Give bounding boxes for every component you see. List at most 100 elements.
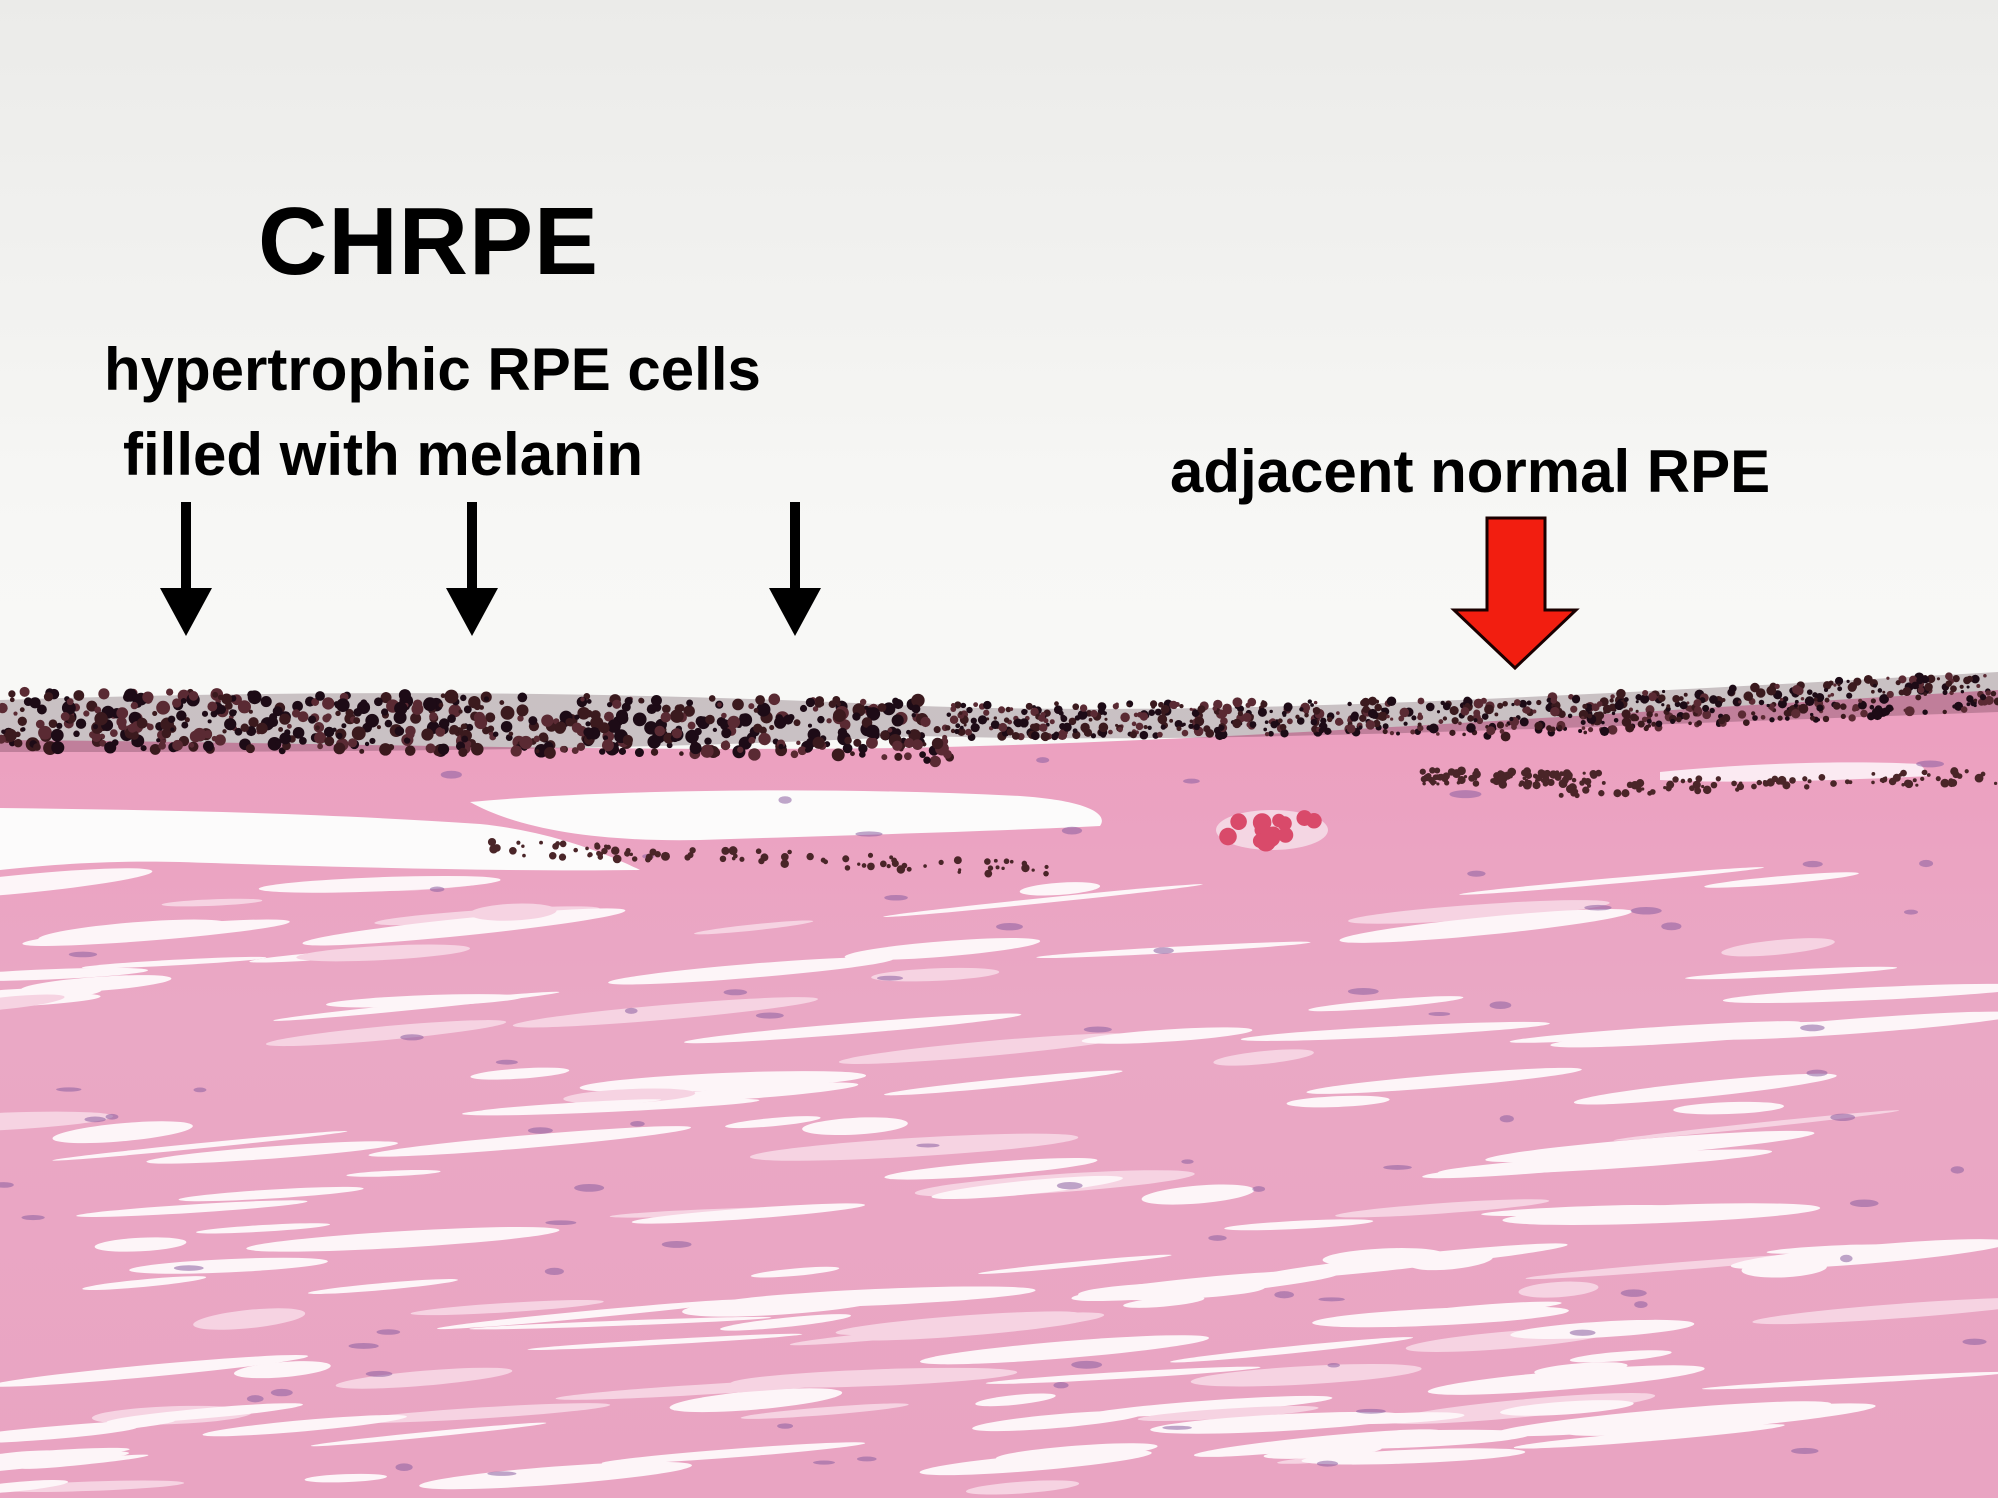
melanin-granule (1148, 709, 1156, 717)
melanin-granule (807, 723, 813, 728)
melanin-granule (912, 739, 923, 750)
melanin-granule (1844, 779, 1850, 785)
melanin-granule (381, 708, 389, 716)
melanin-granule (1068, 717, 1077, 726)
melanin-granule (1429, 767, 1436, 774)
stroma-streak (436, 1299, 741, 1330)
melanin-granule (1120, 712, 1130, 723)
melanin-granule (1976, 684, 1981, 688)
melanin-granule (887, 727, 893, 733)
melanin-granule (50, 728, 64, 742)
melanin-granule (1410, 729, 1416, 735)
melanin-granule (1143, 724, 1148, 730)
melanin-granule (1687, 778, 1693, 783)
melanin-granule (1157, 731, 1163, 738)
stroma-streak (1019, 882, 1101, 896)
melanin-granule (965, 728, 972, 736)
stroma-streak (527, 1333, 803, 1350)
melanin-granule (1442, 702, 1451, 711)
melanin-granule (1642, 689, 1649, 697)
melanin-granule (850, 751, 855, 757)
melanin-granule (487, 837, 497, 847)
melanin-granule (1953, 701, 1964, 711)
melanin-granule (1542, 775, 1550, 782)
melanin-granule (1721, 697, 1726, 703)
melanin-granule (109, 729, 118, 738)
melanin-granule (544, 747, 556, 759)
melanin-granule (539, 840, 543, 845)
melanin-granule (1886, 690, 1894, 699)
melanin-granule (1242, 712, 1252, 722)
melanin-granule (1131, 721, 1137, 727)
melanin-granule (616, 857, 621, 862)
melanin-granule (1299, 707, 1304, 712)
melanin-granule (1558, 792, 1564, 798)
melanin-granule (1396, 731, 1400, 736)
melanin-granule (66, 698, 74, 706)
cell-nucleus (495, 1059, 518, 1065)
melanin-granule (1386, 714, 1390, 719)
melanin-granule (1683, 692, 1688, 697)
melanin-granule (1359, 714, 1367, 722)
stroma-streak (1752, 1297, 1998, 1325)
melanin-granule (149, 743, 161, 755)
melanin-granule (1486, 726, 1496, 736)
stroma-streak (1502, 1203, 1821, 1225)
melanin-granule (1072, 728, 1078, 734)
melanin-granule (923, 864, 927, 868)
melanin-granule (950, 706, 957, 712)
melanin-granule (229, 709, 237, 717)
melanin-granule (1191, 709, 1200, 717)
melanin-granule (823, 859, 829, 865)
melanin-granule (1527, 773, 1532, 778)
melanin-granule (369, 737, 376, 744)
melanin-granule (603, 711, 614, 722)
normal-rpe-label: adjacent normal RPE (1170, 438, 1771, 505)
melanin-granule (541, 714, 554, 727)
melanin-granule (314, 731, 327, 744)
melanin-granule (247, 690, 256, 699)
melanin-granule (1921, 769, 1928, 776)
melanin-granule (1658, 694, 1666, 702)
melanin-granule (1003, 858, 1010, 865)
melanin-granule (1751, 711, 1756, 716)
melanin-granule (1472, 771, 1477, 777)
melanin-granule (1215, 730, 1225, 741)
melanin-granule (1935, 776, 1941, 782)
melanin-granule (1472, 780, 1480, 787)
stroma-streak (871, 967, 1000, 982)
melanin-granule (73, 690, 85, 701)
melanin-granule (649, 848, 657, 856)
melanin-granule (1117, 726, 1123, 733)
melanin-granule (1742, 719, 1750, 726)
melanin-granule (1264, 720, 1269, 725)
melanin-granule (634, 748, 644, 758)
melanin-granule (1104, 717, 1108, 721)
stroma-streak (258, 875, 501, 893)
melanin-granule (1232, 718, 1242, 729)
melanin-granule (1639, 694, 1650, 704)
melanin-granule (1822, 715, 1830, 723)
cell-nucleus (884, 894, 908, 901)
melanin-granule (1990, 690, 1997, 697)
melanin-granule (732, 698, 744, 711)
melanin-granule (0, 734, 6, 744)
melanin-granule (429, 712, 438, 721)
stroma-streak (1459, 867, 1764, 895)
stroma-streak (1513, 1424, 1785, 1449)
cell-nucleus (365, 1370, 393, 1377)
melanin-granule (130, 701, 139, 710)
melanin-granule (1139, 730, 1149, 740)
melanin-granule (166, 688, 174, 696)
melanin-granule (36, 704, 47, 715)
melanin-granule (1006, 728, 1014, 736)
melanin-granule (1360, 699, 1367, 707)
melanin-granule (638, 697, 644, 704)
melanin-granule (708, 695, 716, 702)
melanin-granule (1692, 780, 1701, 789)
stroma-streak (1500, 1400, 1634, 1416)
melanin-granule (1728, 684, 1737, 693)
melanin-granule (336, 732, 343, 739)
cell-nucleus (1904, 909, 1918, 915)
melanin-granule (1194, 716, 1205, 727)
